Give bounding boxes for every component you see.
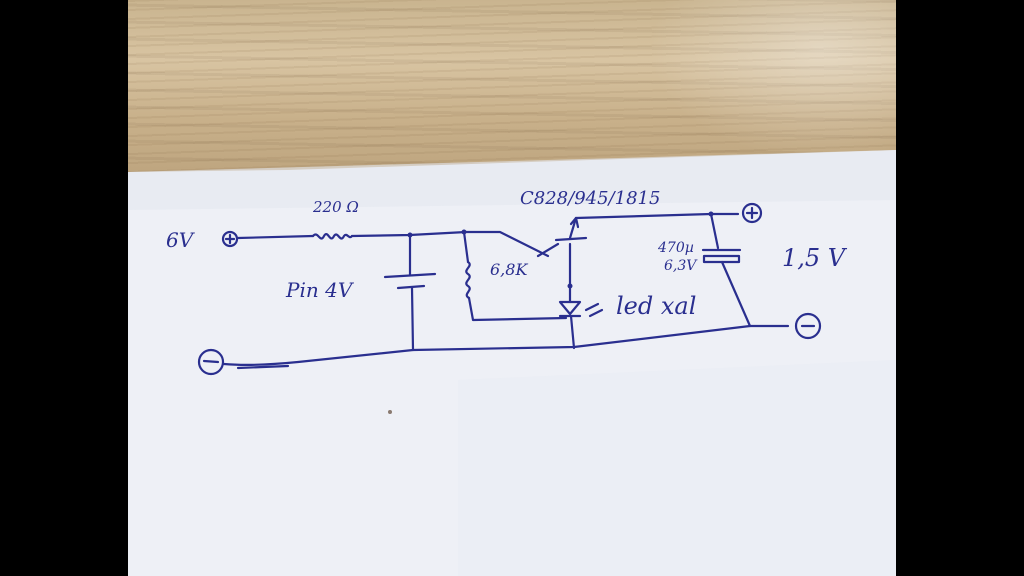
input-plus-terminal bbox=[221, 230, 239, 248]
battery-wire-bottom bbox=[410, 286, 415, 352]
input-voltage-label: 6V bbox=[166, 228, 194, 252]
paper-shade bbox=[128, 150, 896, 210]
series-resistor-label: 220 Ω bbox=[313, 198, 359, 216]
paper-sheet: 6V 220 Ω Pin 4V 6,8K C828/945/1815 led x… bbox=[128, 0, 896, 576]
battery-label: Pin 4V bbox=[286, 278, 353, 302]
pencil-dot bbox=[388, 410, 392, 414]
transistor-label: C828/945/1815 bbox=[520, 188, 661, 209]
transistor-base-bar bbox=[554, 236, 588, 242]
base-resistor-label: 6,8K bbox=[490, 260, 528, 279]
input-wire bbox=[236, 234, 315, 240]
capacitor-wire-top bbox=[709, 212, 720, 250]
led-label: led xal bbox=[616, 292, 697, 320]
led-wire-bottom bbox=[569, 314, 576, 350]
transistor-base-wire bbox=[462, 230, 550, 258]
capacitor-wire-bottom bbox=[720, 260, 752, 328]
capacitor-value-label: 470µ bbox=[658, 240, 694, 256]
base-resistor-wire bbox=[462, 230, 470, 264]
led-triangle bbox=[558, 300, 582, 316]
transistor-collector bbox=[536, 242, 560, 258]
photo: 6V 220 Ω Pin 4V 6,8K C828/945/1815 led x… bbox=[128, 0, 896, 576]
output-voltage-label: 1,5 V bbox=[782, 244, 846, 272]
bottom-rail bbox=[222, 324, 790, 366]
input-minus-terminal bbox=[197, 348, 225, 376]
emitter-arrow bbox=[569, 216, 580, 229]
led-arrows bbox=[584, 302, 604, 318]
schematic-drawing bbox=[128, 150, 896, 576]
paper-shade bbox=[458, 360, 896, 576]
base-resistor-to-led bbox=[467, 296, 568, 322]
transistor-emitter bbox=[568, 216, 578, 240]
battery-plate-long bbox=[383, 272, 437, 279]
output-minus-terminal bbox=[794, 312, 822, 340]
series-resistor bbox=[311, 233, 354, 240]
capacitor-voltage-label: 6,3V bbox=[664, 258, 697, 274]
battery-plate-short bbox=[396, 284, 426, 290]
base-resistor bbox=[465, 260, 471, 300]
output-plus-terminal bbox=[741, 202, 763, 224]
light-glare bbox=[648, 0, 896, 160]
